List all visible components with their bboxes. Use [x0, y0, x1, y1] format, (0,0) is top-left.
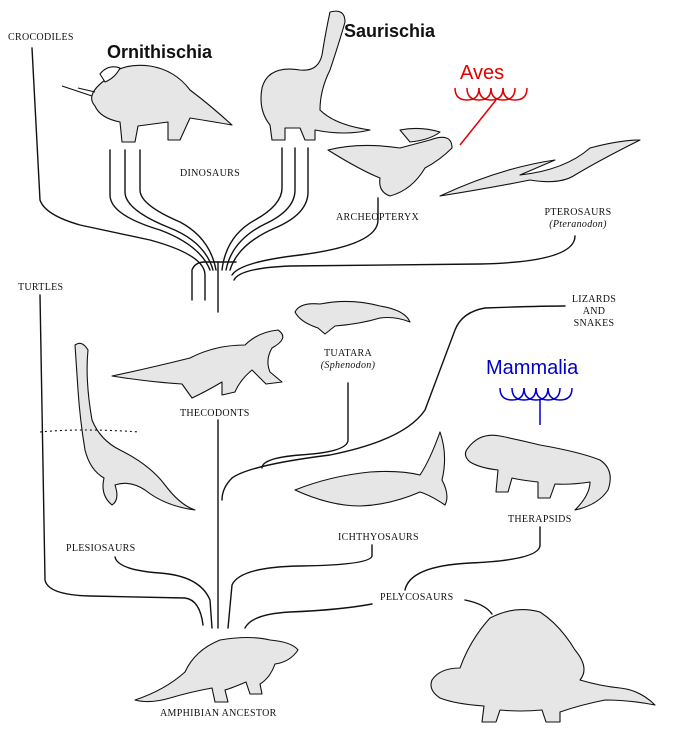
- pteranodon-illustration: [439, 139, 641, 197]
- label-pelycosaurs: PELYCOSAURS: [380, 592, 454, 603]
- label-crocodiles: CROCODILES: [8, 32, 74, 43]
- branch-turtles: [39, 294, 204, 626]
- aves-bracket: [454, 87, 528, 146]
- triceratops-illustration: [61, 64, 233, 143]
- ichthyosaur-illustration: [294, 431, 448, 507]
- branch-pelycosaurs-b: [464, 599, 493, 615]
- branch-therapsids: [404, 526, 541, 591]
- branch-saurischia-2: [225, 147, 296, 271]
- branch-pterosaurs: [233, 235, 576, 281]
- label-archeopteryx: ARCHEOPTERYX: [336, 212, 420, 223]
- group-aves: Aves: [460, 62, 505, 84]
- label-pterosaurs: PTEROSAURS (Pteranodon): [538, 207, 618, 231]
- therapsid-illustration: [464, 434, 611, 511]
- mammalia-bracket: [499, 387, 573, 425]
- dimetrodon-illustration: [430, 609, 656, 723]
- plesiosaur-illustration: [39, 342, 196, 511]
- label-plesiosaurs: PLESIOSAURS: [66, 543, 136, 554]
- branch-ichthyosaurs: [227, 544, 373, 629]
- label-therapsids: THERAPSIDS: [508, 514, 572, 525]
- label-lizards-3: SNAKES: [573, 318, 615, 329]
- label-thecodonts: THECODONTS: [180, 408, 250, 419]
- branch-pelycosaurs-a: [244, 603, 373, 629]
- label-tuatara-main: TUATARA: [324, 348, 372, 359]
- branch-archeopteryx: [231, 197, 379, 276]
- label-lizards-1: LIZARDS: [571, 294, 617, 305]
- branch-ornithischia-3: [139, 149, 217, 271]
- label-dinosaurs: DINOSAURS: [180, 168, 240, 179]
- branch-lizards: [221, 305, 566, 501]
- group-ornithischia: Ornithischia: [107, 42, 213, 62]
- label-pterosaurs-sub: (Pteranodon): [549, 219, 607, 230]
- label-amphibian-ancestor: AMPHIBIAN ANCESTOR: [160, 708, 277, 719]
- label-tuatara: TUATARA (Sphenodon): [312, 348, 384, 372]
- thecodont-illustration: [111, 329, 284, 399]
- group-saurischia: Saurischia: [344, 21, 436, 41]
- branch-ornithischia-1: [109, 149, 211, 271]
- branch-saurischia-3: [229, 147, 309, 271]
- amphibian-ancestor-illustration: [134, 636, 299, 703]
- label-lizards-and-snakes: LIZARDS AND SNAKES: [568, 294, 620, 330]
- sauropod-illustration: [260, 10, 371, 141]
- label-lizards-2: AND: [582, 306, 606, 317]
- tuatara-illustration: [294, 300, 411, 335]
- branch-crocodiles: [31, 47, 206, 301]
- group-mammalia: Mammalia: [486, 357, 579, 379]
- label-ichthyosaurs: ICHTHYOSAURS: [338, 532, 419, 543]
- archeopteryx-illustration: [327, 127, 453, 197]
- label-turtles: TURTLES: [18, 282, 64, 293]
- label-pterosaurs-main: PTEROSAURS: [544, 207, 612, 218]
- trunk-dinosaurs: [191, 261, 237, 301]
- label-tuatara-sub: (Sphenodon): [320, 360, 376, 371]
- branch-plesiosaurs: [114, 556, 213, 629]
- branch-tuatara: [261, 382, 349, 469]
- branch-saurischia-1: [221, 147, 283, 271]
- branch-ornithischia-2: [124, 149, 214, 271]
